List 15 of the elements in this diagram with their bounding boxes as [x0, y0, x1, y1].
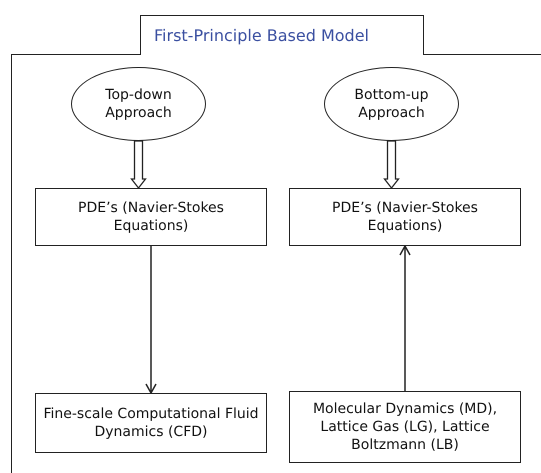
node-text: Top-down Approach [104, 86, 173, 122]
node-text: Fine-scale Computational Fluid Dynamics (CFD) [42, 405, 260, 441]
node-text: Molecular Dynamics (MD), Lattice Gas (LG), Lattice Boltzmann (LB) [312, 400, 498, 454]
node-text: PDE’s (Navier-Stokes Equations) [331, 199, 479, 235]
process-box [289, 188, 521, 246]
arrow [145, 246, 157, 394]
process-box [289, 391, 521, 463]
arrow [130, 140, 147, 190]
process-box [35, 188, 267, 246]
node-text: PDE’s (Navier-Stokes Equations) [77, 199, 225, 235]
process-box [35, 393, 267, 453]
arrow [399, 245, 411, 391]
arrow [383, 140, 400, 190]
node-text: Bottom-up Approach [353, 86, 430, 122]
title: First-Principle Based Model [140, 15, 424, 55]
